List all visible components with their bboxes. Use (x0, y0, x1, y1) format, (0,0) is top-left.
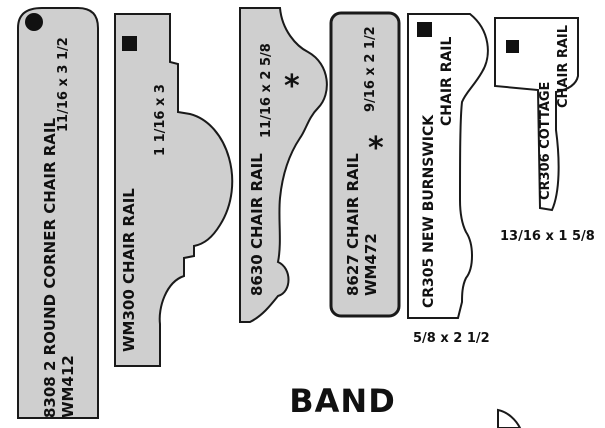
profile-8308-shape (17, 7, 99, 419)
profile-8630: * 8630 CHAIR RAIL 11/16 x 2 5/8 (239, 7, 328, 323)
profile-cr306: CR306 COTTAGE CHAIR RAIL 13/16 x 1 5/8 (494, 17, 595, 244)
asterisk-marker-icon: * (284, 69, 300, 104)
profile-8627-code-alt: WM472 (362, 233, 380, 296)
profile-wm300-code: WM300 CHAIR RAIL (120, 188, 138, 352)
profile-cr305: CR305 NEW BURNSWICK CHAIR RAIL 5/8 x 2 1… (407, 13, 490, 346)
profile-8308-size: 11/16 x 3 1/2 (56, 37, 71, 132)
profile-cr305-shape (407, 13, 489, 319)
square-marker-icon (506, 40, 519, 53)
profile-8630-size: 11/16 x 2 5/8 (259, 43, 274, 138)
profile-wm300-size: 1 1/16 x 3 (153, 84, 168, 156)
profile-8627-size: 9/16 x 2 1/2 (363, 26, 378, 112)
profile-cr306-shape (494, 17, 579, 212)
profile-cr306-code: CR306 COTTAGE (538, 82, 553, 200)
profile-8630-code: 8630 CHAIR RAIL (248, 153, 266, 296)
asterisk-marker-icon: * (368, 131, 384, 166)
profile-cr305-size: 5/8 x 2 1/2 (413, 331, 490, 346)
profile-8308: 8308 2 ROUND CORNER CHAIR RAIL WM412 11/… (17, 7, 99, 419)
square-marker-icon (122, 36, 137, 51)
profile-cr306-code-alt: CHAIR RAIL (556, 25, 571, 108)
square-marker-icon (417, 22, 432, 37)
profile-8308-code: 8308 2 ROUND CORNER CHAIR RAIL (41, 118, 59, 418)
profile-cr305-code-alt: CHAIR RAIL (439, 36, 455, 126)
profile-8627-shape (329, 11, 401, 318)
profile-wm300: WM300 CHAIR RAIL 1 1/16 x 3 (114, 13, 234, 367)
profile-8308-code-alt: WM412 (59, 355, 77, 418)
profile-8630-shape (239, 7, 328, 323)
profile-8627: * 8627 CHAIR RAIL WM472 9/16 x 2 1/2 (329, 11, 401, 318)
profile-wm300-shape (114, 13, 234, 367)
profile-8627-code: 8627 CHAIR RAIL (344, 153, 362, 296)
profile-cr305-code: CR305 NEW BURNSWICK (421, 114, 437, 308)
section-heading-band: BAND (289, 382, 396, 420)
profile-cr306-size: 13/16 x 1 5/8 (500, 229, 595, 244)
round-corner-marker-icon (25, 13, 43, 31)
